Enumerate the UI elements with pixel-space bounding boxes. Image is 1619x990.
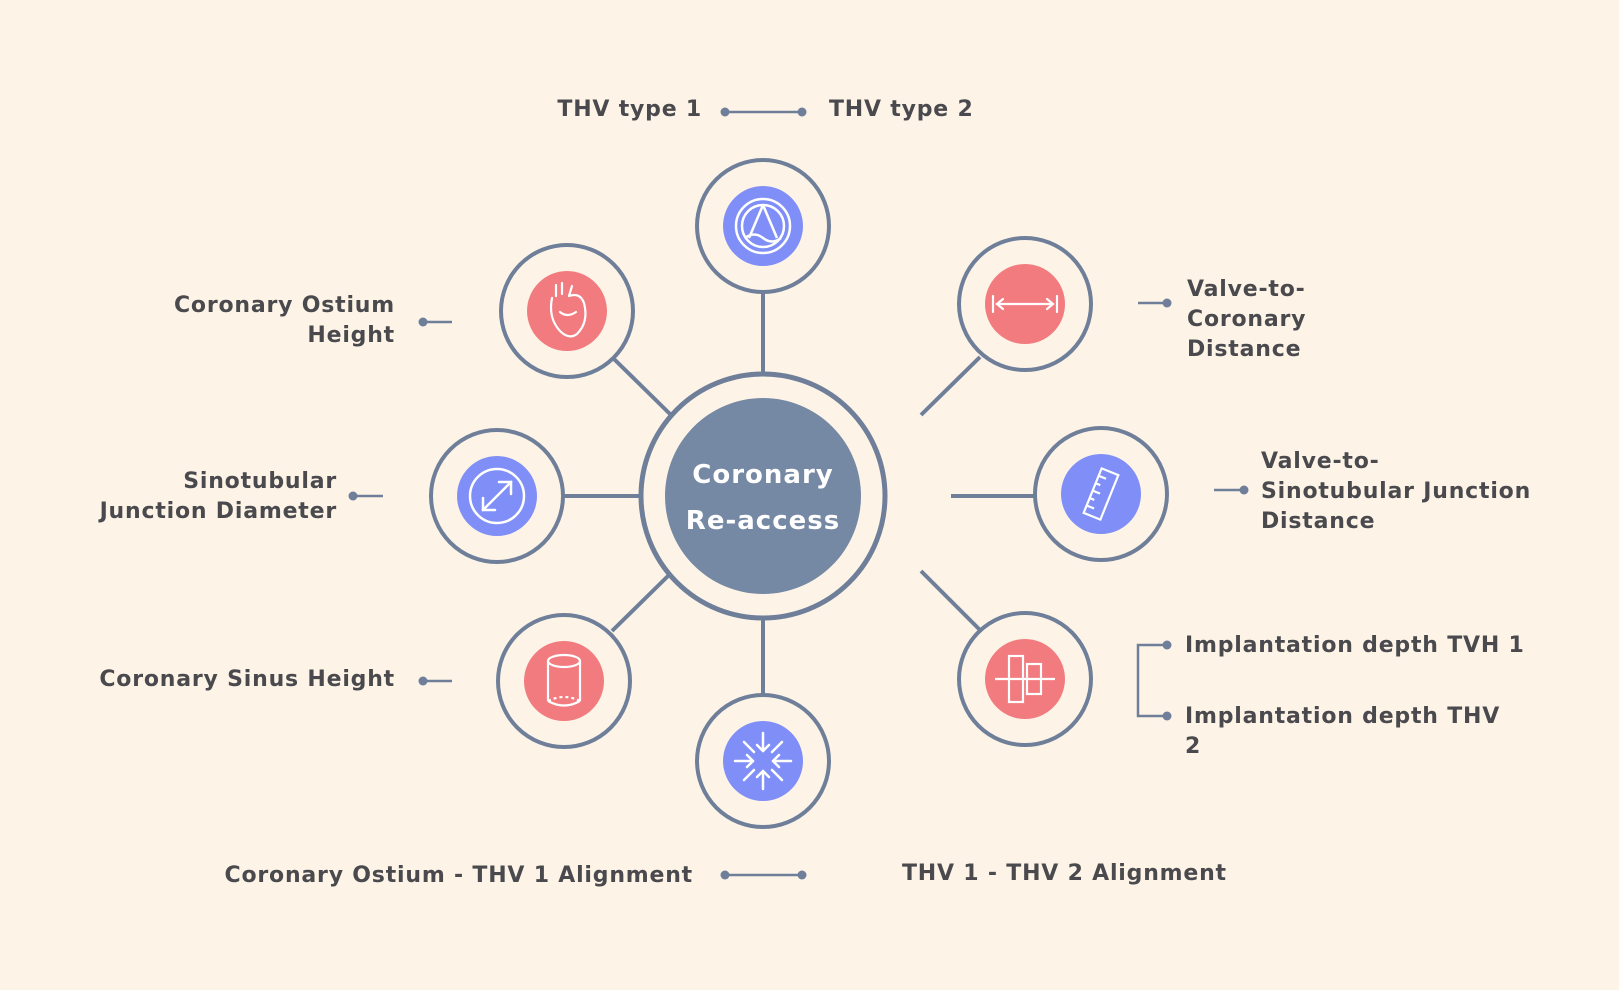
label-sinus-height: Coronary Sinus Height — [99, 667, 395, 692]
diagonal-arrow-icon — [468, 467, 526, 525]
connector-valve-coronary — [1138, 298, 1172, 308]
horizontal-measure-icon — [991, 294, 1059, 314]
implant-depth-icon — [995, 654, 1055, 704]
label-valve-stj: Valve-to- Sinotubular Junction Distance — [1261, 447, 1531, 537]
connector-stj-diameter — [348, 491, 383, 501]
label-thv-alignment: THV 1 - THV 2 Alignment — [902, 861, 1227, 886]
connector-valve-stj — [1214, 485, 1249, 495]
label-valve-coronary: Valve-to- Coronary Distance — [1187, 275, 1306, 365]
label-implant-depth-1: Implantation depth TVH 1 — [1185, 633, 1525, 658]
node-right — [1033, 426, 1169, 562]
cylinder-icon — [546, 653, 582, 707]
node-top — [695, 158, 831, 294]
label-valve-stj-line-2: Sinotubular Junction — [1261, 479, 1532, 504]
hub-title-line-2: Re-access — [685, 506, 841, 536]
hub-title-line-1: Coronary — [692, 460, 834, 490]
node-lower-left — [496, 613, 632, 749]
node-lower-right — [957, 611, 1093, 747]
connector-ostium-height — [418, 317, 452, 327]
connector-sinus-height — [418, 676, 452, 686]
label-implant-depth-2-line-1: Implantation depth THV — [1185, 704, 1501, 729]
label-ostium-height-line-2: Height — [307, 323, 395, 348]
label-stj-diameter-line-2: Junction Diameter — [99, 499, 337, 524]
spoke-upper-left — [612, 357, 672, 416]
label-ostium-height-line-1: Coronary Ostium — [173, 293, 395, 318]
hub — [638, 371, 888, 621]
node-upper-right — [957, 236, 1093, 372]
hub-title: Coronary Re-access — [663, 452, 863, 544]
node-left — [429, 428, 565, 564]
node-bottom — [695, 693, 831, 829]
connector-alignment — [720, 870, 807, 880]
label-ostium-alignment: Coronary Ostium - THV 1 Alignment — [224, 863, 693, 888]
label-stj-diameter: Sinotubular Junction Diameter — [100, 467, 337, 527]
label-valve-coronary-line-3: Distance — [1187, 337, 1302, 362]
connector-implant-depth — [1136, 640, 1172, 721]
spoke-lower-right — [919, 569, 982, 632]
label-thv-type-1: THV type 1 — [557, 97, 702, 122]
spoke-upper-right — [919, 355, 982, 417]
node-upper-left — [499, 243, 635, 379]
heart-icon — [549, 281, 587, 338]
label-implant-depth-2-line-2: 2 — [1185, 734, 1202, 759]
label-ostium-height: Coronary Ostium Height — [174, 291, 395, 351]
connector-thv-types — [720, 107, 807, 117]
label-valve-coronary-line-2: Coronary — [1187, 307, 1307, 332]
label-valve-stj-line-1: Valve-to- — [1261, 449, 1380, 474]
label-implant-depth-2: Implantation depth THV 2 — [1185, 702, 1500, 762]
label-valve-stj-line-3: Distance — [1261, 509, 1376, 534]
spoke-lower-left — [610, 573, 671, 633]
ruler-icon — [1082, 466, 1120, 522]
valve-icon — [734, 197, 792, 255]
converge-arrows-icon — [733, 731, 793, 791]
label-stj-diameter-line-1: Sinotubular — [183, 469, 337, 494]
label-thv-type-2: THV type 2 — [829, 97, 974, 122]
label-valve-coronary-line-1: Valve-to- — [1187, 277, 1306, 302]
